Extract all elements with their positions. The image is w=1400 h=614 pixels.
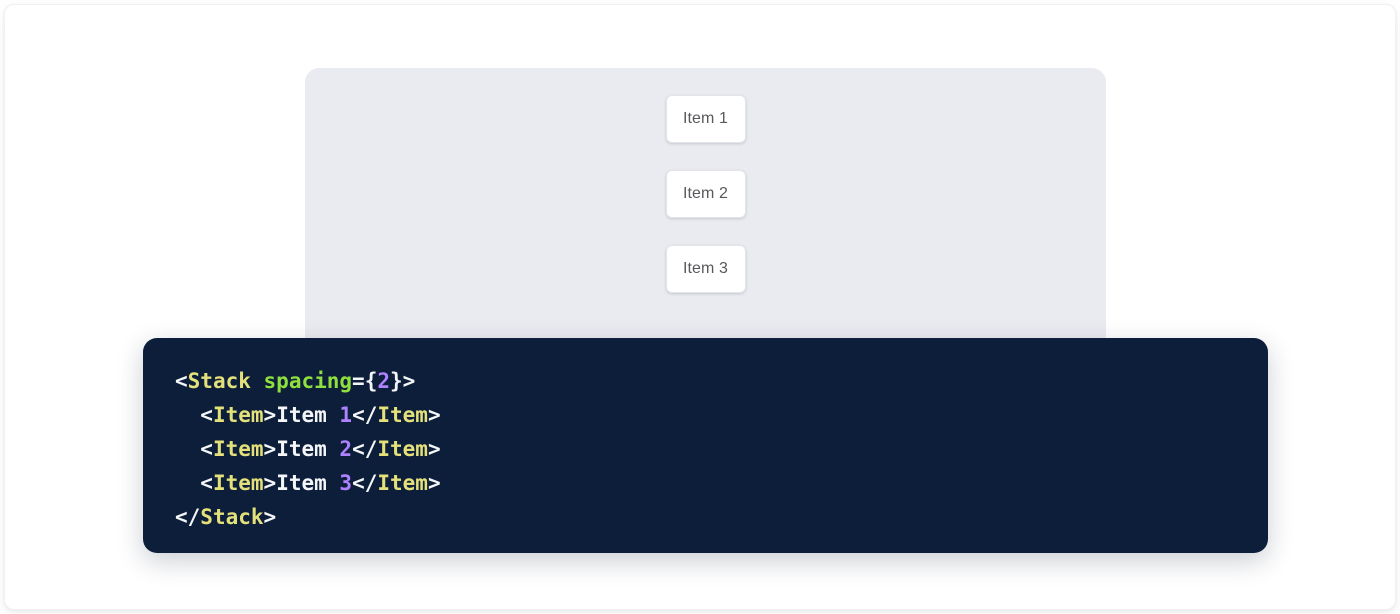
code-token-punct: >	[263, 437, 277, 461]
code-token-tag: Stack	[200, 505, 264, 529]
code-token-tag: Item	[212, 437, 264, 461]
code-token-text	[251, 369, 264, 393]
code-token-punct: </	[352, 437, 378, 461]
code-token-punct: <	[200, 471, 213, 495]
code-token-punct: >	[427, 437, 441, 461]
stack-item[interactable]: Item 2	[665, 170, 746, 218]
code-token-punct: <	[175, 369, 188, 393]
code-token-num: 3	[339, 471, 353, 495]
code-token-punct: >	[427, 471, 441, 495]
code-token-text: Item	[276, 471, 340, 495]
code-token-text: Item	[276, 403, 340, 427]
code-snippet-panel[interactable]: <Stack spacing={2}> <Item>Item 1</Item> …	[143, 338, 1268, 553]
stack-item[interactable]: Item 3	[665, 245, 746, 293]
code-token-punct: >	[263, 403, 277, 427]
code-token-num: 1	[339, 403, 353, 427]
code-token-text: Item	[276, 437, 340, 461]
stack-item[interactable]: Item 1	[665, 95, 746, 143]
code-token-tag: Item	[377, 403, 428, 427]
code-token-punct: >	[263, 471, 277, 495]
code-token-punct: </	[175, 505, 201, 529]
code-token-punct: <	[200, 437, 213, 461]
stack-container: Item 1 Item 2 Item 3	[305, 95, 1106, 293]
code-token-punct: ={	[352, 369, 378, 393]
code-token-num: 2	[339, 437, 353, 461]
code-token-punct: >	[427, 403, 441, 427]
code-token-attr: spacing	[263, 369, 353, 393]
code-token-tag: Item	[377, 471, 428, 495]
page-frame: Item 1 Item 2 Item 3 <Stack spacing={2}>…	[4, 4, 1396, 610]
code-token-num: 2	[377, 369, 390, 393]
code-token-punct: </	[352, 403, 378, 427]
code-token-tag: Stack	[187, 369, 251, 393]
code-token-punct: }>	[390, 369, 416, 393]
code-token-punct: </	[352, 471, 378, 495]
code-token-tag: Item	[377, 437, 428, 461]
code-token-tag: Item	[212, 471, 264, 495]
code-token-punct: <	[200, 403, 213, 427]
code-snippet: <Stack spacing={2}> <Item>Item 1</Item> …	[175, 364, 1268, 534]
code-token-punct: >	[263, 505, 277, 529]
code-token-tag: Item	[212, 403, 264, 427]
